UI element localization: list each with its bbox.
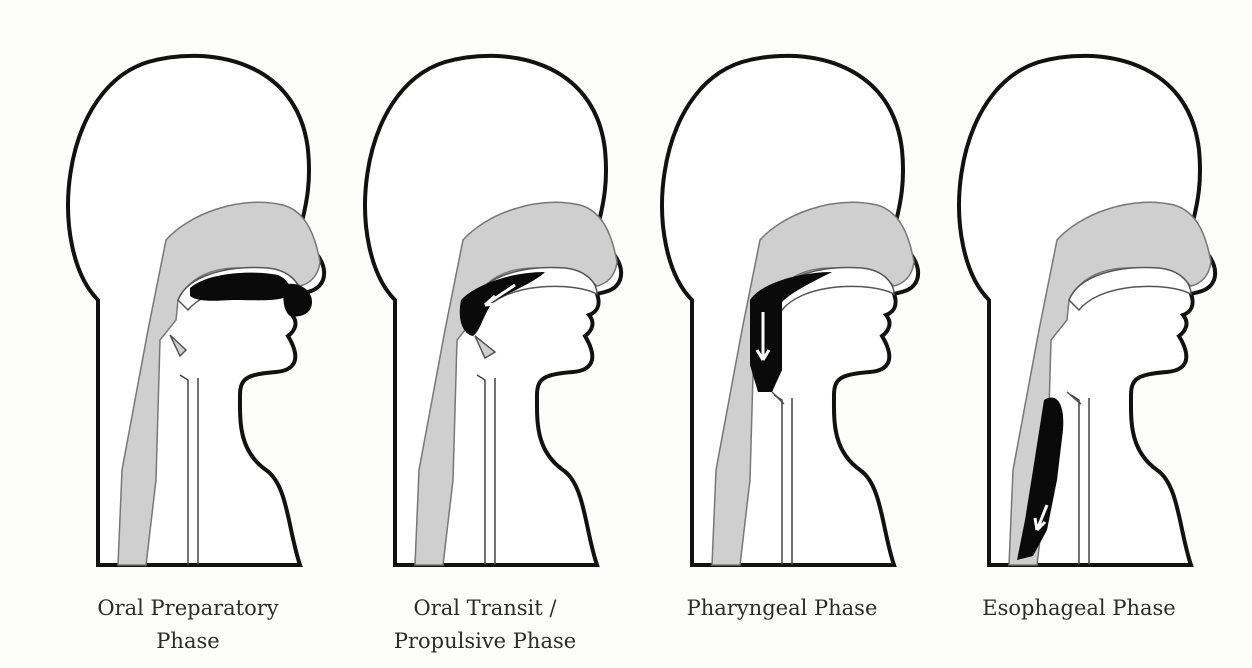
caption-line: Oral Preparatory [38,592,338,625]
head-illustration-pharyngeal [632,0,932,668]
panel-oral-preparatory: Oral Preparatory Phase [38,0,338,668]
head-illustration-esophageal [929,0,1229,668]
head-outline [959,56,1215,565]
caption-line: Phase [38,625,338,658]
caption-oral-transit: Oral Transit / Propulsive Phase [335,592,635,658]
head-illustration-oral-transit [335,0,635,668]
caption-oral-preparatory: Oral Preparatory Phase [38,592,338,658]
panel-pharyngeal: Pharyngeal Phase [632,0,932,668]
head-illustration-oral-preparatory [38,0,338,668]
caption-line: Pharyngeal Phase [632,592,932,625]
caption-line: Esophageal Phase [929,592,1229,625]
head-outline [662,56,918,565]
head-outline [68,56,324,565]
panel-oral-transit: Oral Transit / Propulsive Phase [335,0,635,668]
caption-line: Oral Transit / [335,592,635,625]
panel-esophageal: Esophageal Phase [929,0,1229,668]
head-outline [365,56,621,565]
caption-esophageal: Esophageal Phase [929,592,1229,625]
caption-pharyngeal: Pharyngeal Phase [632,592,932,625]
caption-line: Propulsive Phase [335,625,635,658]
